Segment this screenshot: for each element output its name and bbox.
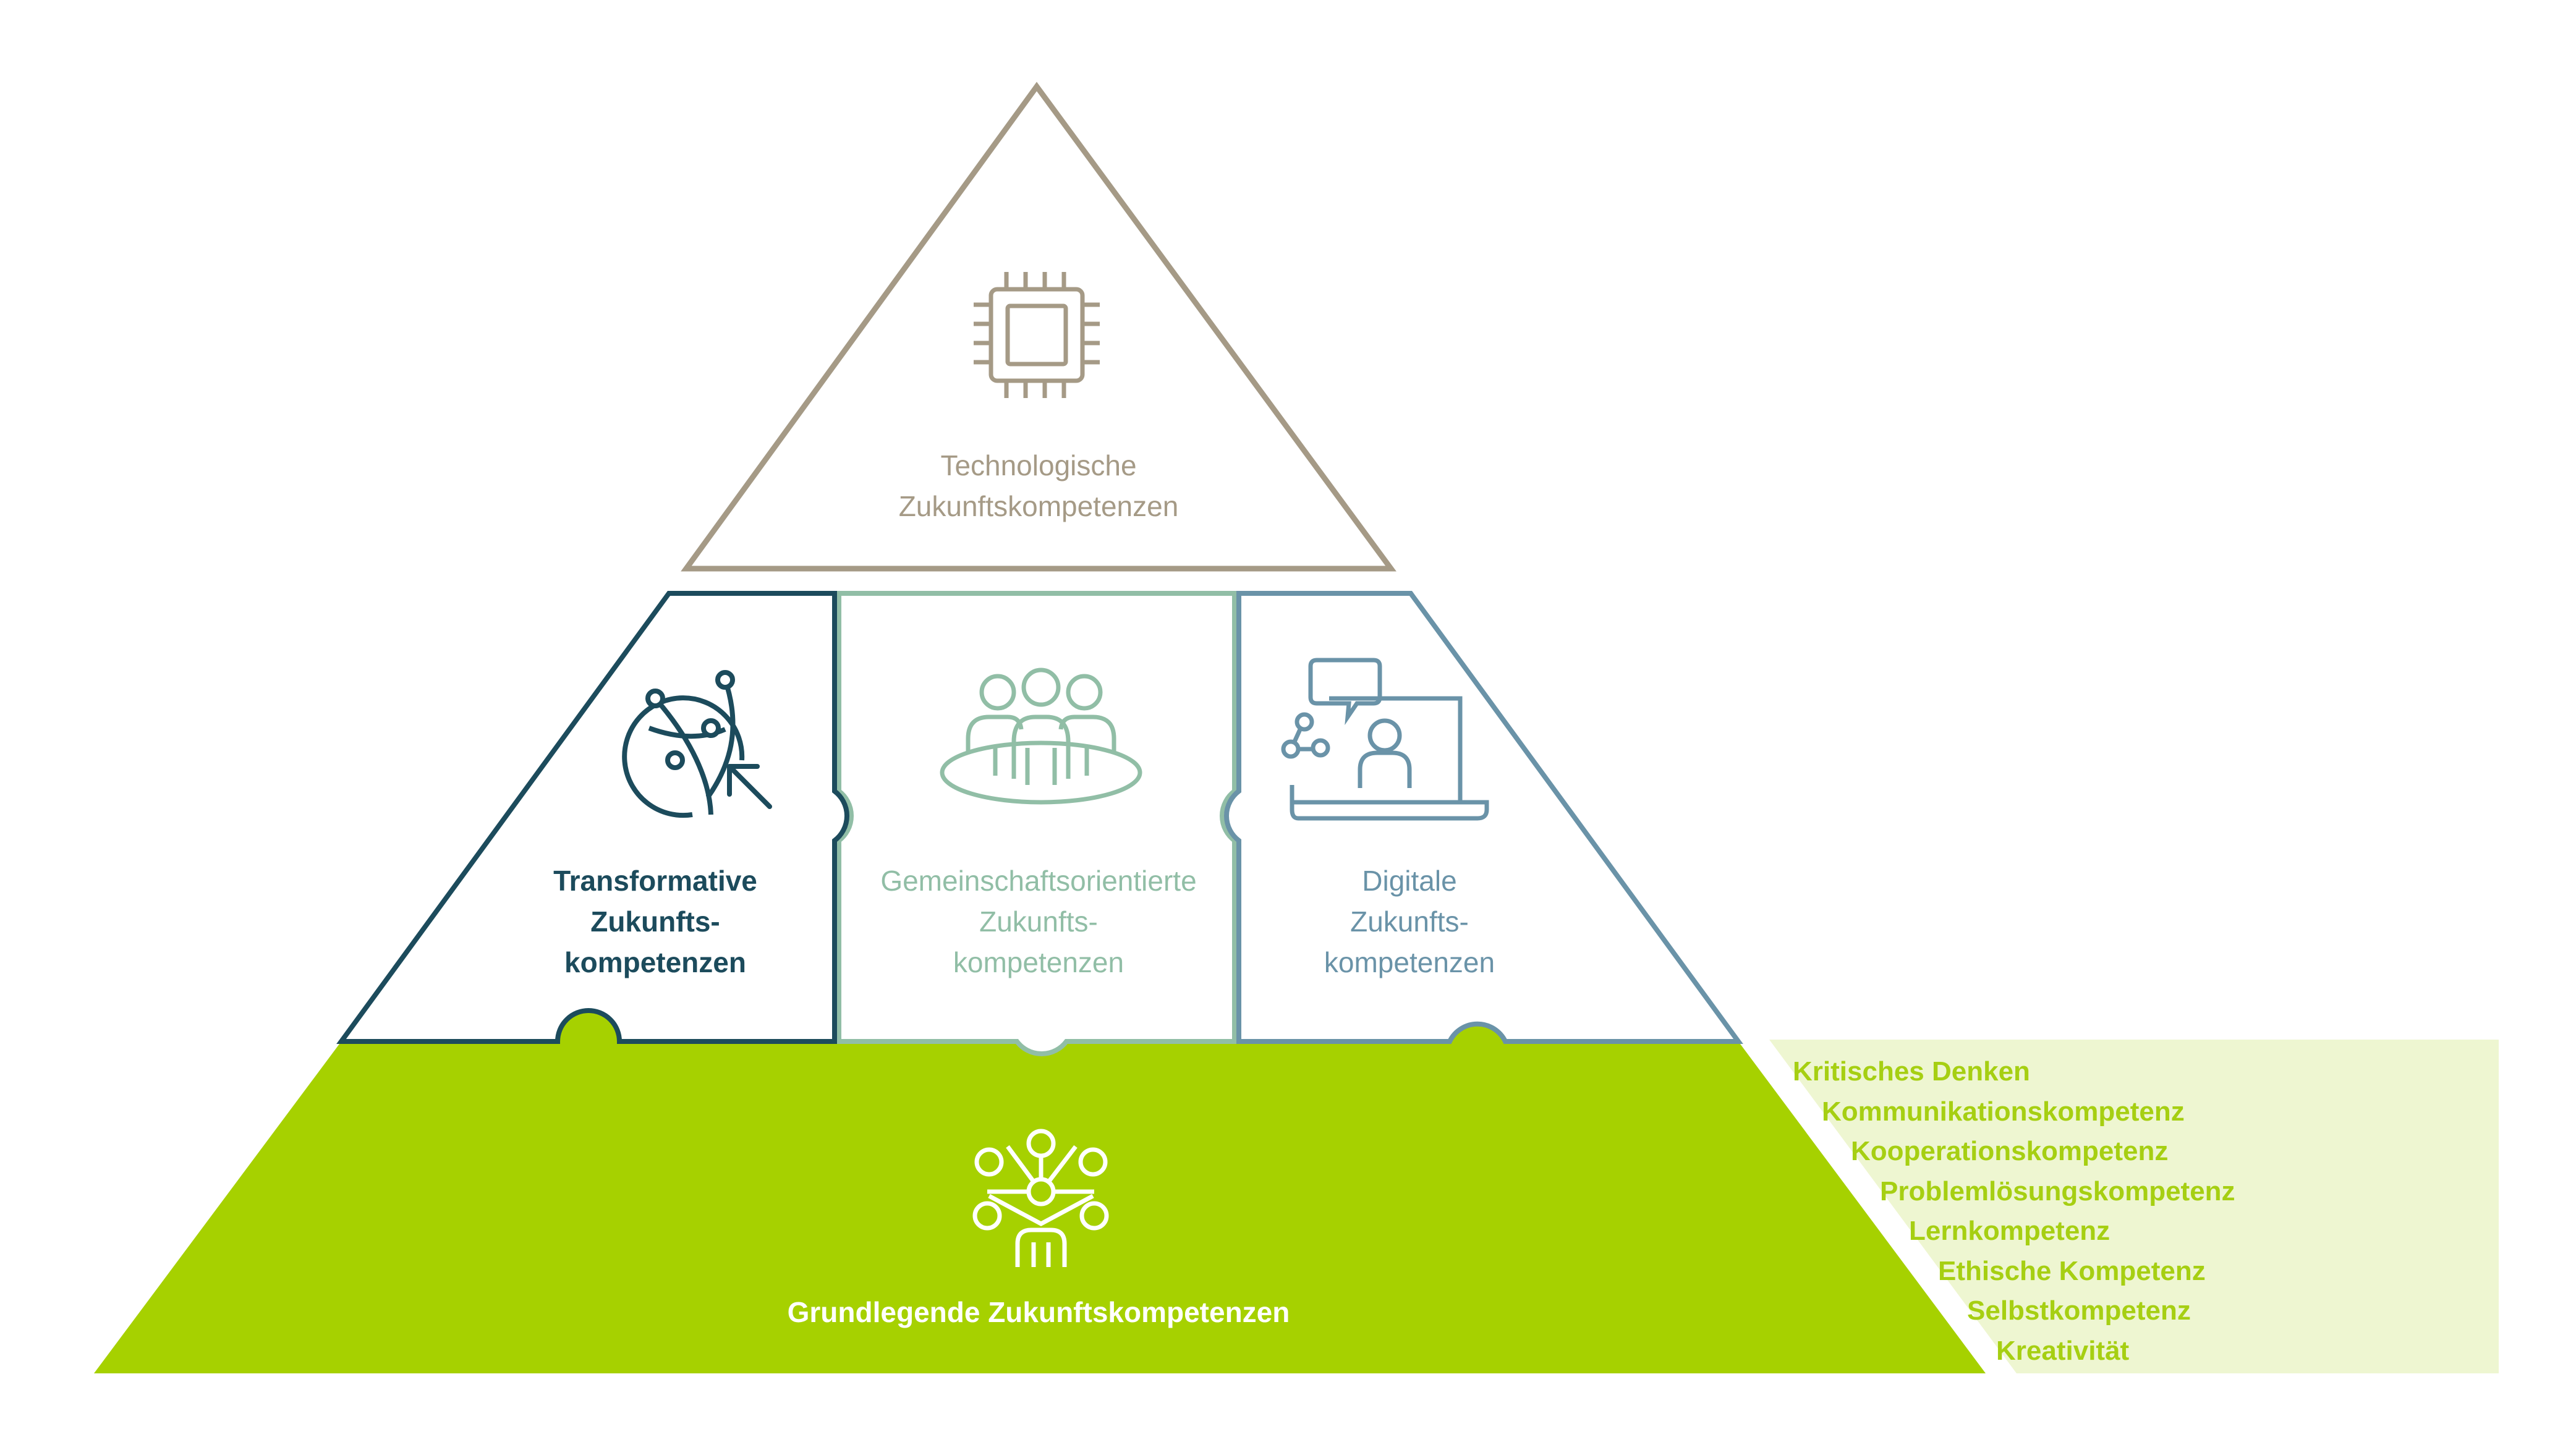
competency-item: Kommunikationskompetenz [1822, 1096, 2185, 1127]
technological-label: Technologische Zukunftskompetenzen [797, 445, 1280, 527]
laptop-chat-icon [1281, 658, 1489, 821]
technological-label-line2: Zukunftskompetenzen [898, 490, 1179, 522]
digital-tier [1224, 591, 1743, 1044]
digital-label: Digitale Zukunfts- kompetenzen [1249, 860, 1570, 983]
transformative-label: Transformative Zukunfts- kompetenzen [482, 860, 828, 983]
digital-label-line1: Digitale [1362, 865, 1457, 897]
community-label-line2: Zukunfts- [979, 905, 1098, 938]
community-label: Gemeinschaftsorientierte Zukunfts- kompe… [828, 860, 1249, 983]
digital-label-line2: Zukunfts- [1350, 905, 1469, 938]
group-table-icon [940, 668, 1142, 805]
community-label-line3: kompetenzen [953, 946, 1124, 978]
microchip-icon [974, 272, 1100, 398]
community-label-line1: Gemeinschaftsorientierte [880, 865, 1197, 897]
person-network-icon [972, 1129, 1109, 1267]
competency-item: Kooperationskompetenz [1851, 1136, 2169, 1166]
foundation-competency-panel [1769, 1040, 2499, 1373]
competency-item: Kreativität [1996, 1335, 2130, 1366]
community-tier [836, 591, 1237, 1056]
transformative-label-line1: Transformative [553, 865, 757, 897]
transformative-label-line2: Zukunfts- [590, 905, 720, 938]
digital-label-line3: kompetenzen [1324, 946, 1495, 978]
globe-cursor-icon [622, 670, 772, 818]
technological-tier [681, 82, 1396, 572]
technological-label-line1: Technologische [940, 449, 1137, 481]
competency-item: Selbstkompetenz [1967, 1295, 2191, 1326]
competency-item: Problemlösungskompetenz [1880, 1176, 2235, 1206]
competency-item: Lernkompetenz [1909, 1216, 2111, 1246]
transformative-label-line3: kompetenzen [564, 946, 746, 978]
competency-item: Kritisches Denken [1793, 1056, 2030, 1087]
transformative-tier [336, 591, 849, 1044]
competency-item: Ethische Kompetenz [1938, 1255, 2206, 1286]
foundation-label: Grundlegende Zukunftskompetenzen [787, 1296, 1290, 1328]
